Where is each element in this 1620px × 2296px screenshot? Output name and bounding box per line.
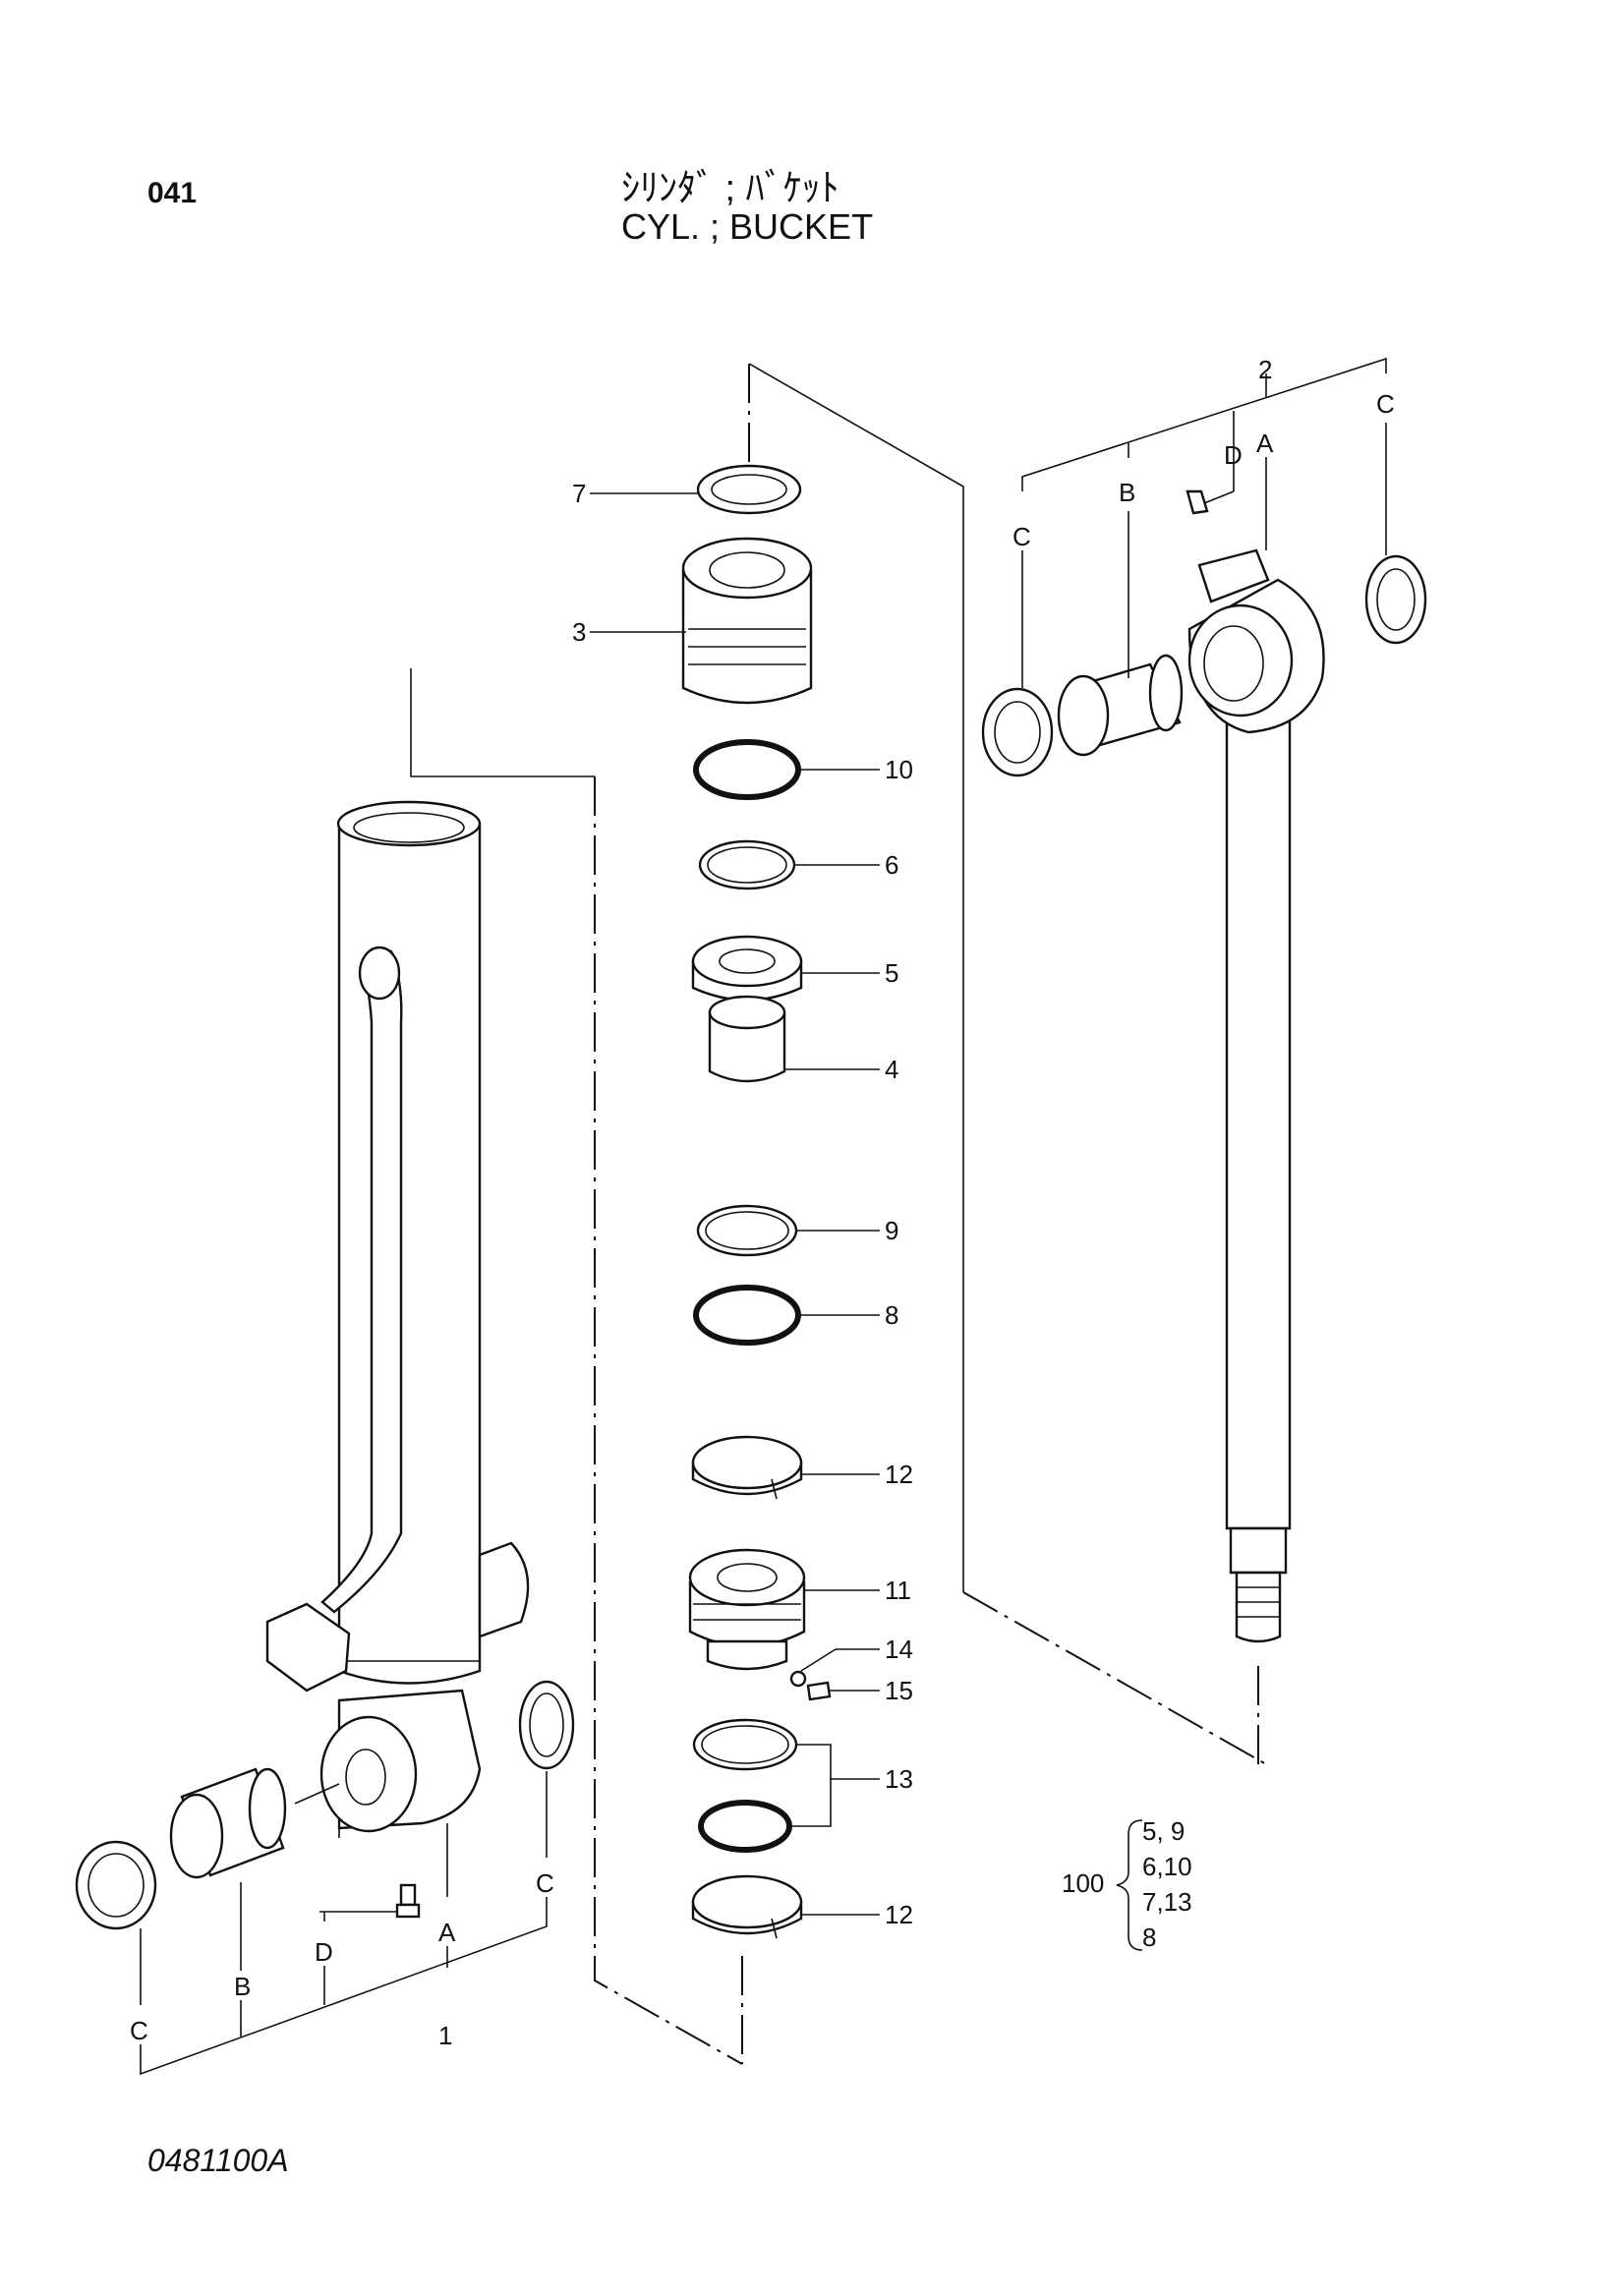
callout-12-lower: 12 [885, 1900, 913, 1929]
callout-8: 8 [885, 1300, 898, 1330]
letter-b-right: B [1119, 478, 1135, 507]
letter-c-right-2: C [1376, 389, 1395, 419]
callout-14: 14 [885, 1635, 913, 1664]
title-japanese: ｼﾘﾝﾀﾞ ; ﾊﾞｹｯﾄ [621, 168, 839, 209]
kit-item-1: 5, 9 [1142, 1816, 1185, 1846]
callout-4: 4 [885, 1055, 898, 1084]
callout-11: 11 [885, 1576, 911, 1605]
cylinder-tube [75, 668, 743, 2076]
callout-labels: 1 2 3 4 5 6 7 8 9 10 11 12 12 13 14 15 [438, 355, 1272, 2050]
callout-9: 9 [885, 1216, 898, 1245]
callout-12-upper: 12 [885, 1460, 913, 1489]
letter-d-left: D [315, 1937, 333, 1967]
letter-c-right-1: C [1012, 522, 1031, 551]
letter-labels: A B C C D A B C C D [130, 389, 1395, 2045]
letter-c-left-2: C [536, 1868, 554, 1898]
callout-15: 15 [885, 1676, 913, 1705]
callout-13: 13 [885, 1764, 913, 1794]
title-english: CYL. ; BUCKET [621, 206, 874, 247]
callout-2: 2 [1258, 355, 1272, 384]
letter-d-right: D [1224, 440, 1243, 470]
kit-item-2: 6,10 [1142, 1852, 1192, 1881]
callout-1: 1 [438, 2021, 452, 2050]
callout-6: 6 [885, 850, 898, 880]
letter-a-right: A [1256, 429, 1274, 458]
callout-3: 3 [572, 617, 586, 647]
letter-a-left: A [438, 1918, 456, 1947]
piston-rod [981, 357, 1427, 1764]
callout-5: 5 [885, 958, 898, 988]
letter-b-left: B [234, 1972, 251, 2001]
page-number: 041 [147, 177, 198, 209]
kit-number: 100 [1062, 1868, 1104, 1898]
middle-parts-column [590, 363, 1267, 2064]
callout-7: 7 [572, 479, 586, 508]
drawing-number: 0481100A [147, 2143, 289, 2178]
letter-c-left-1: C [130, 2016, 148, 2045]
kit-composition: 100 5, 9 6,10 7,13 8 [1062, 1816, 1192, 1952]
kit-item-4: 8 [1142, 1923, 1156, 1952]
kit-item-3: 7,13 [1142, 1887, 1192, 1917]
callout-10: 10 [885, 755, 913, 784]
